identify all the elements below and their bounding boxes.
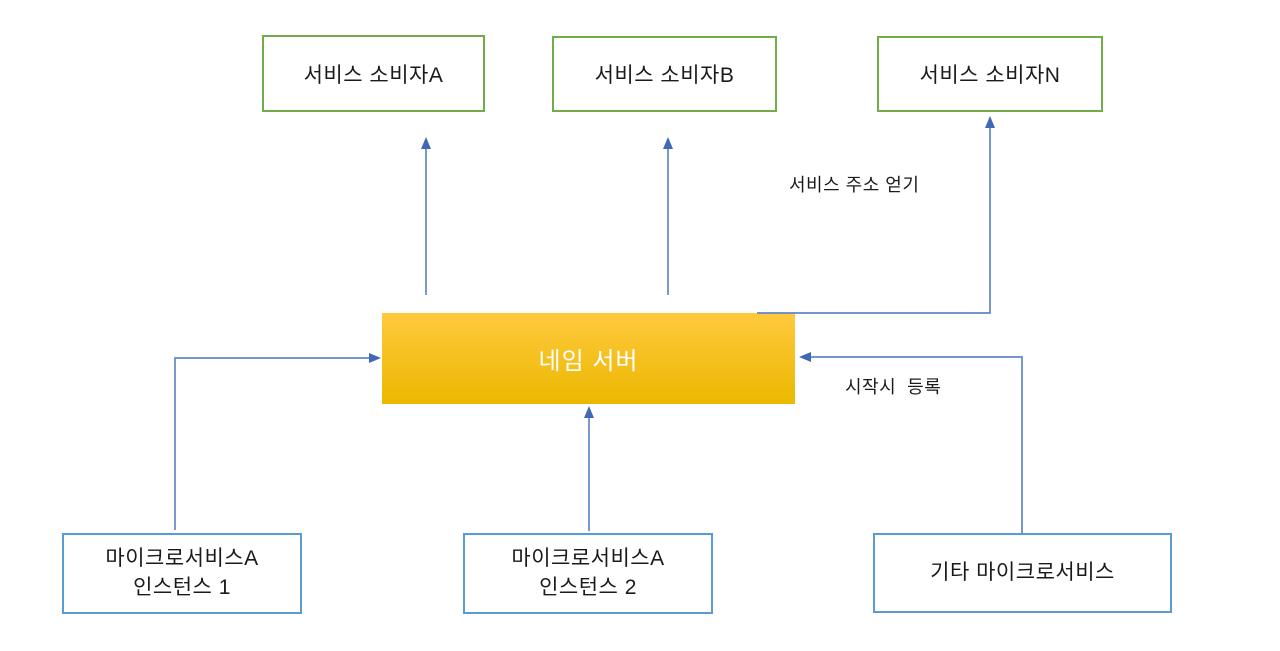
consumer-a-label: 서비스 소비자A bbox=[303, 63, 444, 87]
consumer-a-box: 서비스 소비자A bbox=[262, 35, 485, 112]
microservice-a-instance-2-line2: 인스턴스 2 bbox=[539, 575, 637, 599]
other-microservices-label: 기타 마이크로서비스 bbox=[930, 560, 1115, 584]
consumer-n-label: 서비스 소비자N bbox=[919, 64, 1061, 87]
register-on-start-label: 시작시 등록 bbox=[845, 377, 942, 397]
microservice-a-instance-1-line1: 마이크로서비스A bbox=[105, 546, 259, 570]
get-service-address-label: 서비스 주소 얻기 bbox=[789, 175, 920, 195]
name-server-box: 네임 서버 bbox=[382, 313, 795, 404]
microservice-a-instance-2-line1: 마이크로서비스A bbox=[511, 546, 665, 570]
arrow-instance1-to-nameserver bbox=[174, 353, 381, 530]
consumer-b-label: 서비스 소비자B bbox=[594, 64, 735, 87]
consumer-n-box: 서비스 소비자N bbox=[877, 36, 1103, 112]
microservice-a-instance-1-line2: 인스턴스 1 bbox=[133, 575, 231, 599]
microservice-a-instance-1-box: 마이크로서비스A 인스턴스 1 bbox=[62, 533, 302, 614]
consumer-b-box: 서비스 소비자B bbox=[552, 36, 777, 112]
arrow-nameserver-to-consumer-n bbox=[757, 116, 995, 314]
other-microservices-box: 기타 마이크로서비스 bbox=[873, 533, 1172, 613]
microservice-a-instance-2-box: 마이크로서비스A 인스턴스 2 bbox=[463, 533, 713, 614]
name-server-label: 네임 서버 bbox=[538, 348, 639, 375]
